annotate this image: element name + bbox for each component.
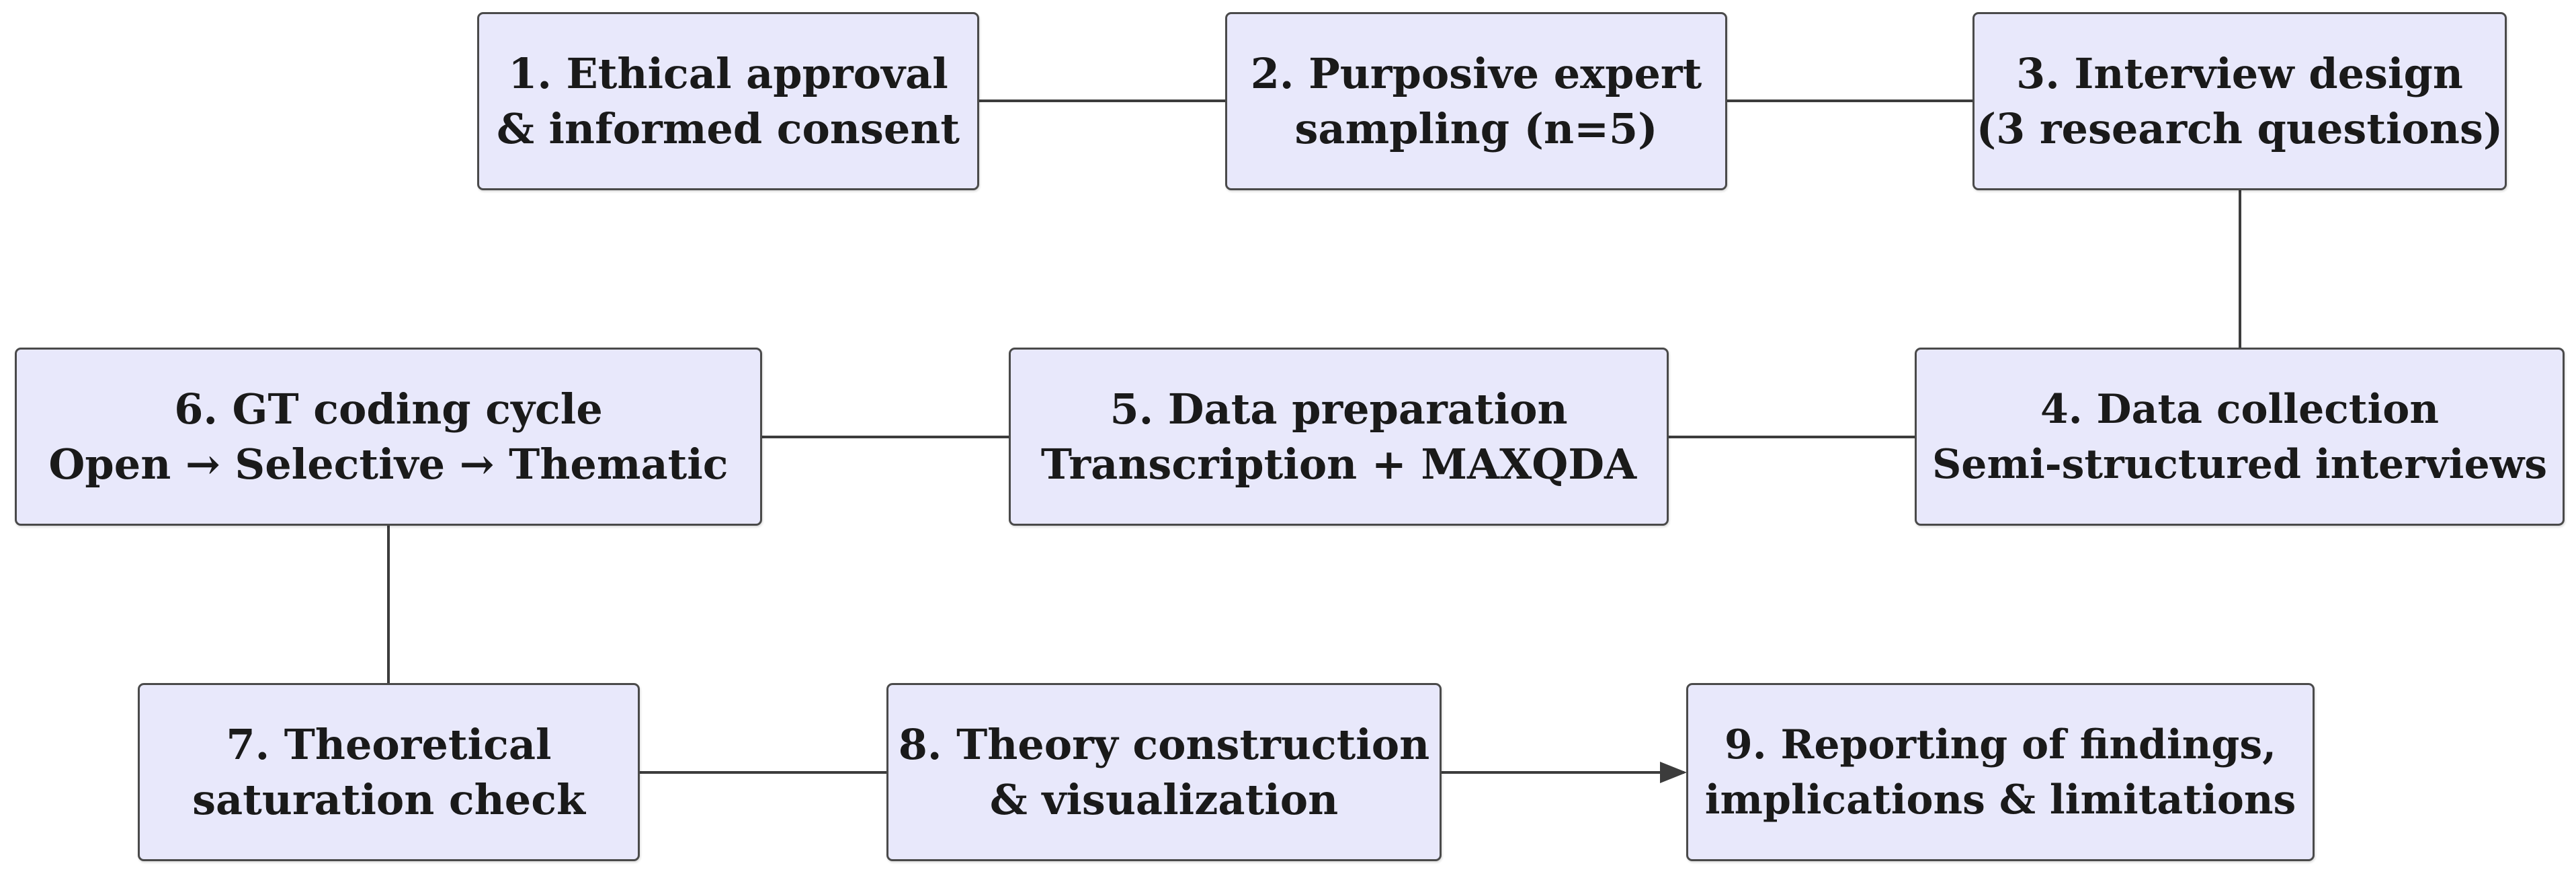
step-9-reporting-box: 9. Reporting of findings, implications &… xyxy=(1686,683,2315,861)
step-3-interview-design-box: 3. Interview design (3 research question… xyxy=(1972,12,2507,190)
step-label-line-2: saturation check xyxy=(192,774,585,824)
step-label-line-2: Transcription + MAXQDA xyxy=(1040,439,1637,489)
step-label-line-2: Open → Selective → Thematic xyxy=(48,439,729,489)
step-label-line-2: & visualization xyxy=(989,774,1339,824)
step-8-theory-construction-box: 8. Theory construction & visualization xyxy=(886,683,1442,861)
step-label-line-1: 9. Reporting of findings, xyxy=(1724,721,2277,768)
step-label-line-1: 4. Data collection xyxy=(2040,385,2439,433)
step-label-line-2: Semi-structured interviews xyxy=(1931,440,2548,488)
step-5-data-preparation-box: 5. Data preparation Transcription + MAXQ… xyxy=(1009,348,1669,526)
step-2-sampling-box: 2. Purposive expert sampling (n=5) xyxy=(1225,12,1727,190)
step-4-data-collection-box: 4. Data collection Semi-structured inter… xyxy=(1915,348,2565,526)
step-label-line-2: sampling (n=5) xyxy=(1294,104,1658,153)
step-label-line-1: 1. Ethical approval xyxy=(508,48,948,98)
step-label-line-1: 8. Theory construction xyxy=(898,719,1430,769)
step-label-line-1: 3. Interview design xyxy=(2016,48,2463,98)
step-label-line-1: 6. GT coding cycle xyxy=(174,384,603,434)
step-7-saturation-check-box: 7. Theoretical saturation check xyxy=(138,683,640,861)
step-1-ethical-approval-box: 1. Ethical approval & informed consent xyxy=(477,12,979,190)
step-label-line-2: & informed consent xyxy=(496,104,960,153)
step-6-gt-coding-cycle-box: 6. GT coding cycle Open → Selective → Th… xyxy=(15,348,762,526)
step-label-line-1: 2. Purposive expert xyxy=(1250,48,1702,98)
step-label-line-2: implications & limitations xyxy=(1704,776,2296,824)
step-label-line-2: (3 research questions) xyxy=(1976,104,2503,153)
step-label-line-1: 7. Theoretical xyxy=(226,719,552,769)
step-label-line-1: 5. Data preparation xyxy=(1110,384,1568,434)
